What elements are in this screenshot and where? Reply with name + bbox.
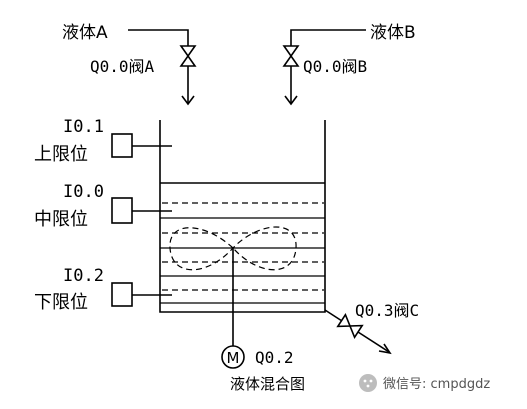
pipe-b (290, 29, 366, 46)
arrow-a-icon (181, 95, 195, 106)
sensor-upper-label: 上限位 (34, 144, 88, 165)
sensor-middle-box (111, 197, 133, 224)
liquid-a-label: 液体A (62, 23, 108, 43)
watermark: 微信号: cmpdgdz (359, 374, 490, 392)
sensor-middle-addr: I0.0 (63, 182, 104, 202)
sensor-lower-box (111, 282, 133, 307)
motor-symbol: M (227, 349, 240, 367)
motor-icon (221, 345, 245, 369)
pipe-a (128, 29, 189, 46)
valve-b-label: Q0.0阀B (303, 57, 367, 76)
valve-a-icon (179, 45, 197, 67)
sensor-upper-addr: I0.1 (63, 117, 104, 137)
watermark-text: 微信号: cmpdgdz (383, 377, 490, 392)
valve-c-label: Q0.3阀C (355, 301, 419, 320)
sensor-upper-box (111, 133, 133, 158)
outlet-pipe (324, 309, 343, 322)
liquid-layers (160, 202, 325, 304)
sensor-middle-label: 中限位 (34, 209, 88, 230)
arrow-c-icon (378, 343, 392, 355)
diagram-caption: 液体混合图 (230, 375, 305, 393)
arrow-b-icon (284, 95, 298, 106)
liquid-b-label: 液体B (370, 23, 416, 43)
sensor-lower-addr: I0.2 (63, 266, 104, 286)
tank-wall (159, 120, 326, 313)
sensor-lower-label: 下限位 (34, 292, 88, 313)
valve-a-label: Q0.0阀A (90, 57, 155, 76)
valve-b-icon (282, 45, 300, 67)
motor-addr: Q0.2 (255, 348, 294, 367)
wechat-icon (359, 374, 377, 392)
